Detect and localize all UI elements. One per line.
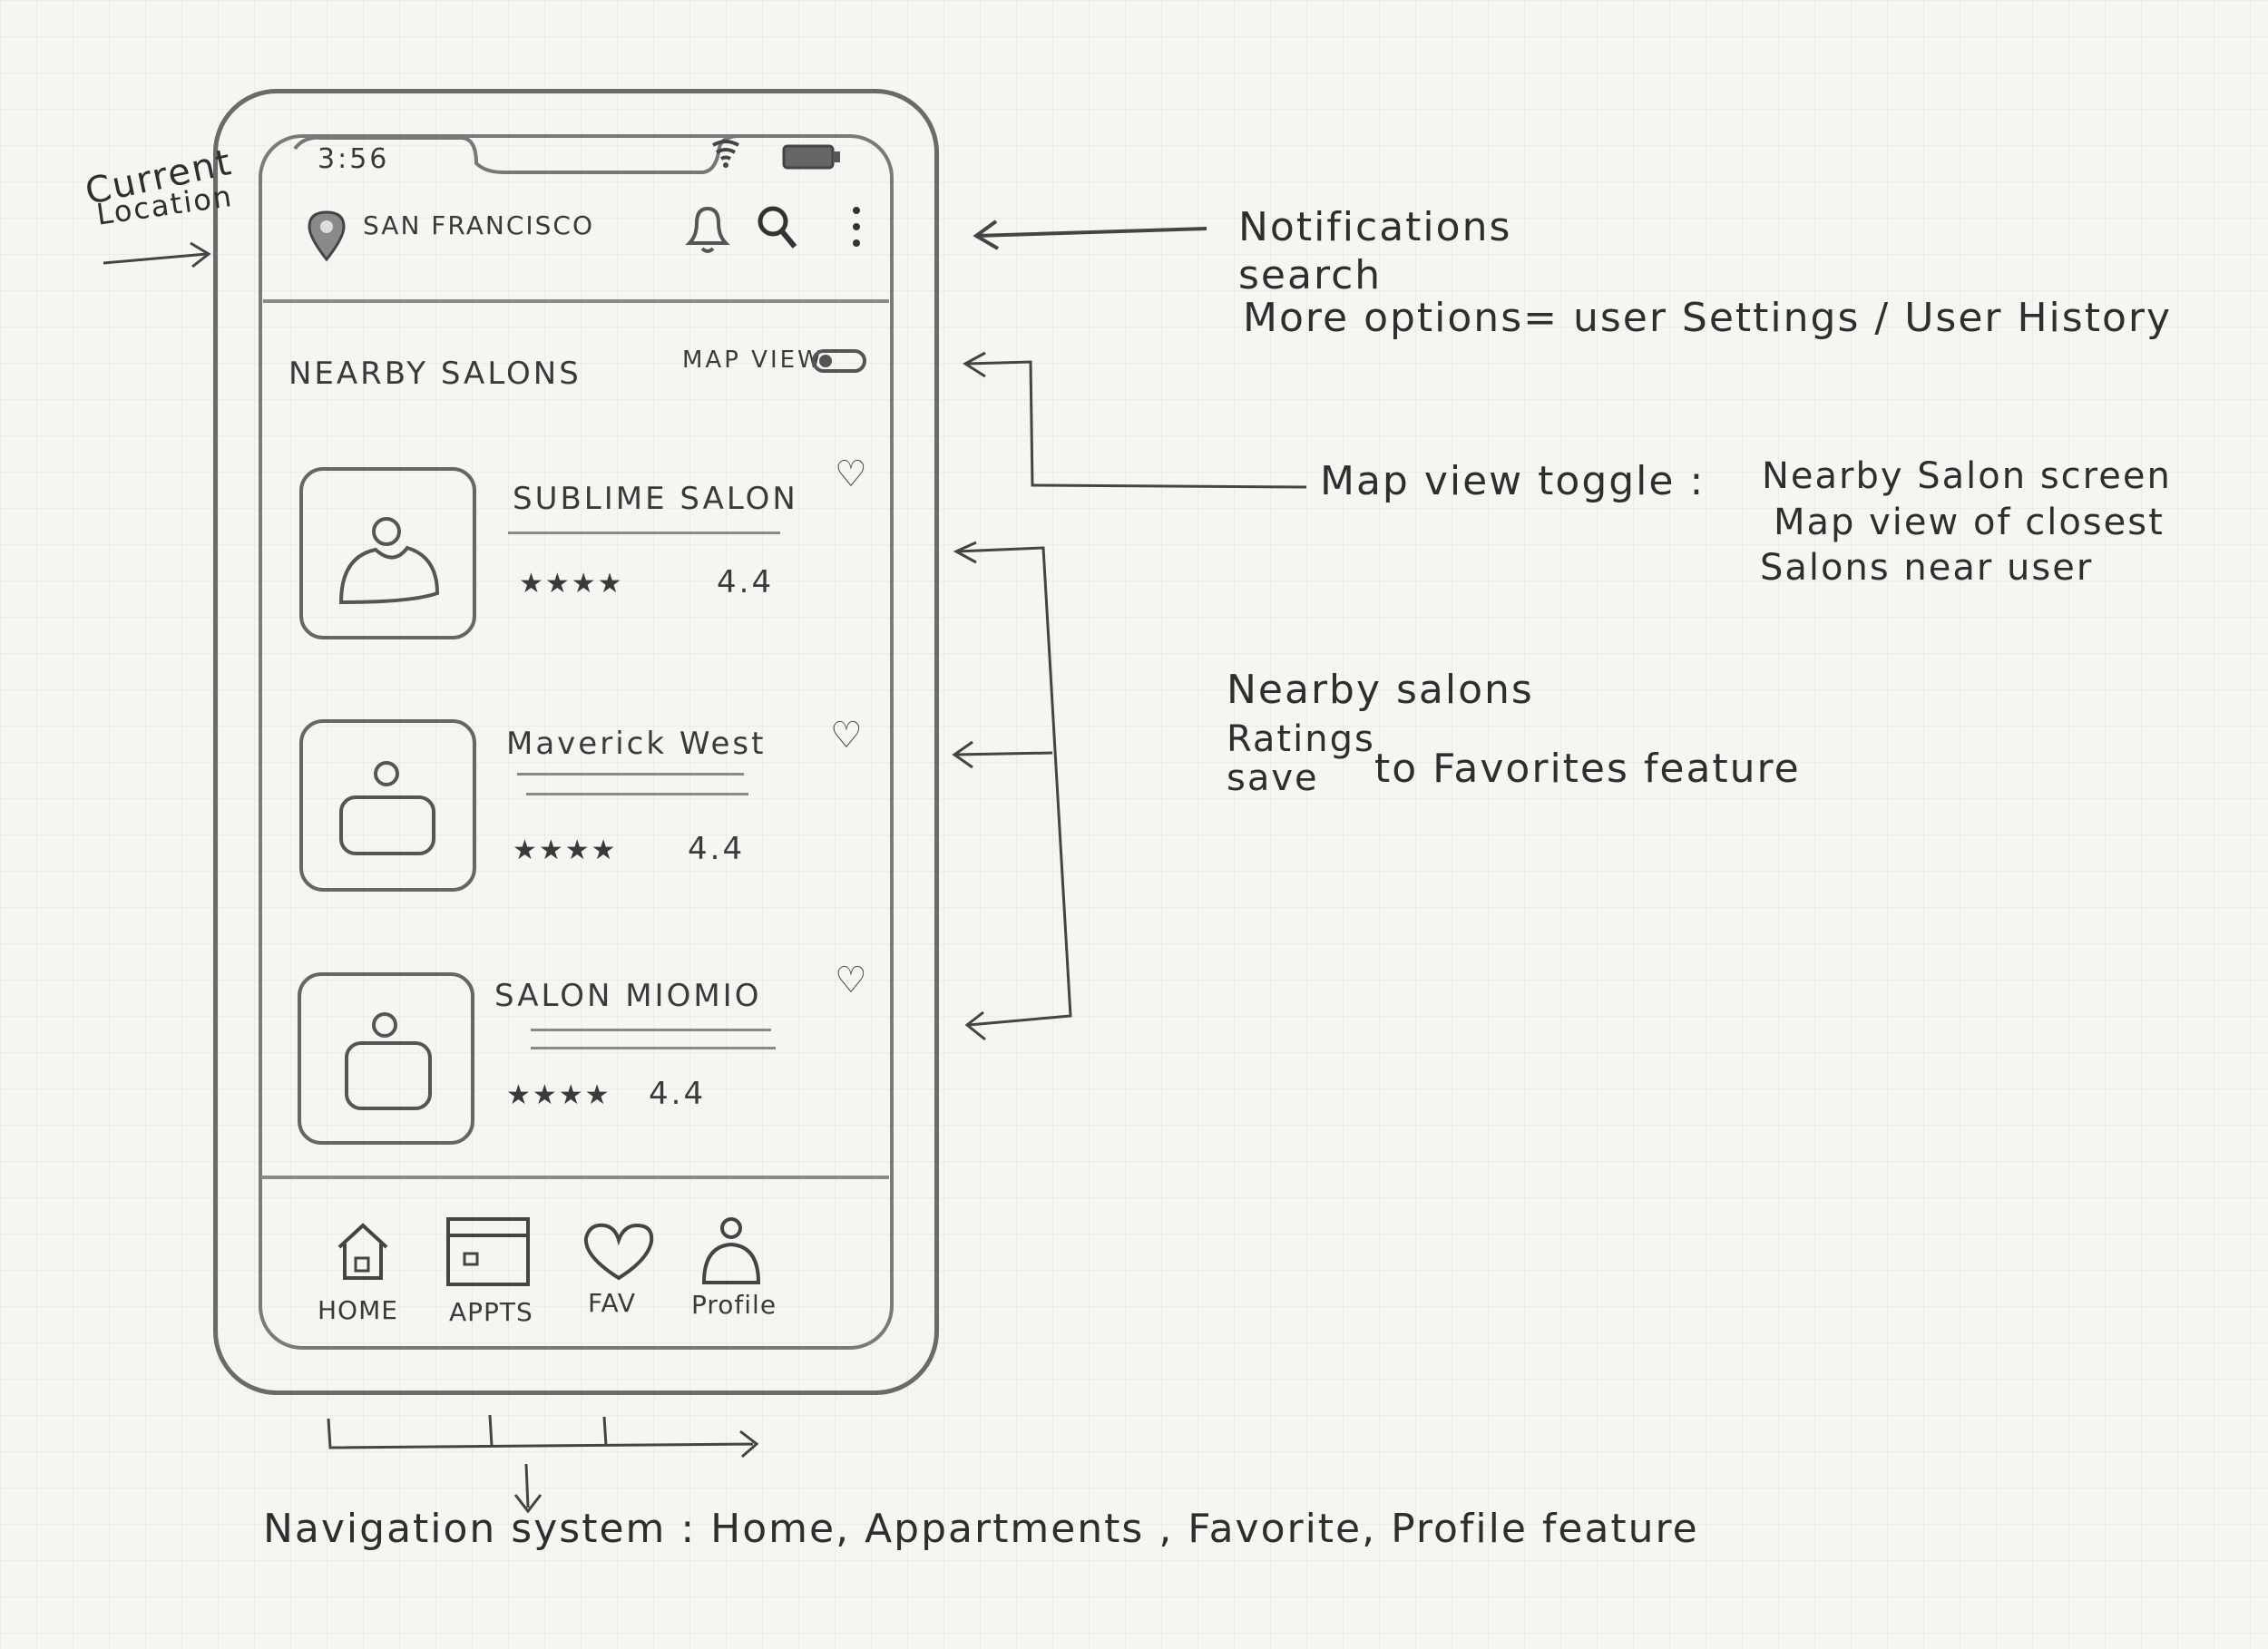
name-underline <box>508 532 780 534</box>
annotation-map-desc-1: Nearby Salon screen <box>1762 455 2172 497</box>
status-time: 3:56 <box>318 143 390 175</box>
map-view-label: MAP VIEW <box>682 346 824 374</box>
nav-label-home: HOME <box>318 1295 398 1325</box>
name-underline <box>517 773 744 776</box>
phone-screen <box>259 134 894 1350</box>
person-image-icon <box>345 1012 432 1110</box>
annotation-notifications: Notifications <box>1238 204 1512 250</box>
salon-name[interactable]: SUBLIME SALON <box>513 481 798 517</box>
person-image-icon <box>338 517 440 605</box>
name-underline <box>531 1047 776 1049</box>
home-icon <box>337 1223 388 1280</box>
heart-icon <box>583 1223 654 1281</box>
annotation-favorites-feature: to Favorites feature <box>1374 746 1801 792</box>
nav-divider <box>261 1176 889 1179</box>
nav-label-appointments: APPTS <box>449 1297 533 1327</box>
salon-thumbnail <box>298 972 474 1145</box>
calendar-icon <box>446 1217 530 1286</box>
name-underline <box>531 1029 771 1031</box>
annotation-arrow-current-location <box>103 241 211 268</box>
rating-stars: ★★★★ <box>513 834 618 866</box>
section-title: NEARBY SALONS <box>288 356 582 392</box>
annotation-ratings: Ratings <box>1227 718 1375 760</box>
annotation-bracket-navigation <box>327 1414 759 1514</box>
person-image-icon <box>339 761 435 855</box>
name-underline <box>526 793 748 795</box>
salon-thumbnail <box>299 467 476 639</box>
annotation-bracket-salons <box>952 541 1072 1041</box>
search-icon[interactable] <box>753 200 802 254</box>
annotation-arrow-map-toggle <box>963 351 1307 489</box>
annotation-map-desc-3: Salons near user <box>1760 547 2094 589</box>
annotation-map-desc-2: Map view of closest <box>1774 502 2165 543</box>
rating-value: 4.4 <box>649 1076 707 1112</box>
salon-name[interactable]: Maverick West <box>506 726 767 762</box>
phone-outer-frame <box>213 89 939 1395</box>
location-pin-icon <box>308 210 346 262</box>
profile-icon <box>701 1217 761 1284</box>
nav-label-profile: Profile <box>691 1290 777 1320</box>
rating-value: 4.4 <box>717 564 775 600</box>
map-view-toggle[interactable] <box>812 349 866 373</box>
annotation-navigation: Navigation system : Home, Appartments , … <box>263 1506 1699 1552</box>
rating-value: 4.4 <box>688 831 746 867</box>
current-location-label: SAN FRANCISCO <box>363 210 594 240</box>
salon-name[interactable]: SALON MIOMIO <box>494 978 762 1014</box>
heart-favorite-icon[interactable]: ♡ <box>835 960 870 1001</box>
salon-thumbnail <box>299 719 476 892</box>
nav-label-favorites: FAV <box>588 1288 637 1318</box>
rating-stars: ★★★★ <box>519 568 624 600</box>
annotation-search: search <box>1238 252 1383 298</box>
battery-icon <box>782 144 840 170</box>
more-options-icon[interactable] <box>846 201 867 256</box>
rating-stars: ★★★★ <box>506 1079 611 1111</box>
annotation-more-options: More options= user Settings / User Histo… <box>1243 295 2173 341</box>
annotation-map-toggle: Map view toggle : <box>1320 458 1706 504</box>
wifi-icon <box>712 140 739 168</box>
annotation-arrow-header <box>973 220 1207 250</box>
notification-bell-icon[interactable] <box>680 200 735 254</box>
annotation-save: save <box>1227 757 1319 799</box>
header-divider <box>263 299 889 303</box>
annotation-nearby-salons: Nearby salons <box>1227 667 1534 713</box>
toggle-knob <box>819 355 832 367</box>
status-bar-notch <box>293 134 821 174</box>
heart-favorite-icon[interactable]: ♡ <box>830 715 865 756</box>
heart-favorite-icon[interactable]: ♡ <box>835 454 870 495</box>
